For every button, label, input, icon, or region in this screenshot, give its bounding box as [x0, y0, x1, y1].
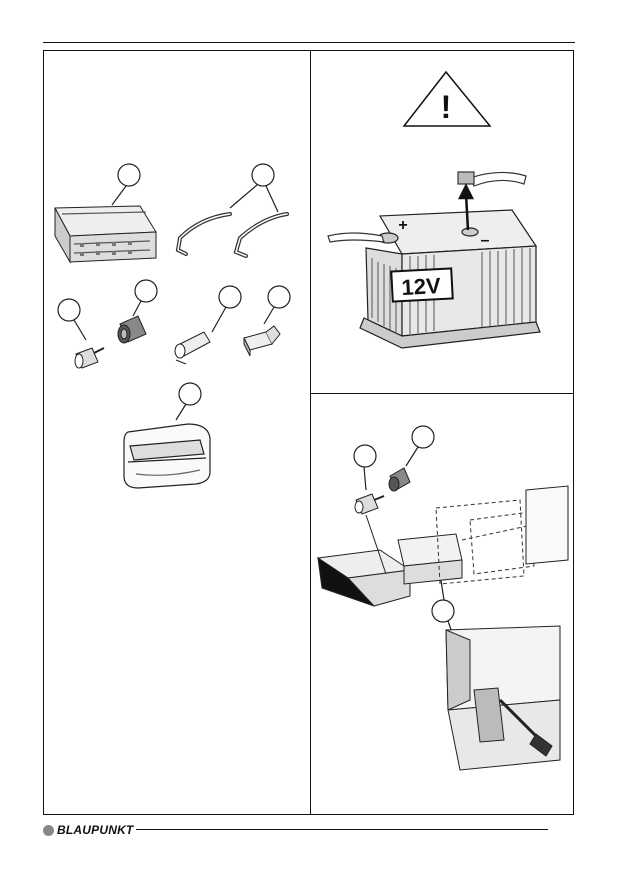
- brand-logo-text: BLAUPUNKT: [57, 823, 134, 837]
- footer-rule: [136, 829, 548, 830]
- row-divider: [310, 393, 574, 395]
- footer-logo: BLAUPUNKT: [43, 823, 133, 837]
- callout-circle: [178, 382, 202, 406]
- plus-terminal-label: +: [398, 217, 407, 234]
- header-rule: [43, 42, 575, 43]
- mounting-frame-drawing: [54, 205, 157, 264]
- callout-circle: [218, 285, 242, 309]
- disconnect-arrow: [457, 183, 475, 231]
- callout-circle: [57, 298, 81, 322]
- support-bolt-drawing: [74, 347, 105, 369]
- install-bolt-drawing: [354, 493, 385, 515]
- logo-dot-icon: [43, 824, 54, 836]
- callout-circle: [117, 163, 141, 187]
- callout-circle: [431, 599, 455, 623]
- voltage-label-box: [390, 267, 454, 303]
- voltage-label: 12V: [401, 273, 442, 300]
- rubber-cap-drawing: [117, 315, 147, 344]
- warning-triangle-icon: [402, 70, 492, 127]
- warning-exclamation: !: [441, 89, 452, 125]
- install-cap-drawing: [388, 467, 411, 492]
- storage-case-drawing: [123, 423, 211, 489]
- callout-circle: [251, 163, 275, 187]
- callout-circle: [134, 279, 158, 303]
- minus-terminal-label: –: [481, 232, 490, 249]
- radio-unit-drawing: [316, 514, 412, 607]
- battery-cables: [327, 171, 527, 243]
- install-frame-drawing: [397, 533, 463, 585]
- callout-circle: [353, 444, 377, 468]
- column-divider: [310, 50, 312, 815]
- retaining-clip-drawing: [243, 325, 281, 357]
- dashboard-clip-drawing: [445, 625, 561, 771]
- callout-circle: [411, 425, 435, 449]
- callout-circle: [267, 285, 291, 309]
- hook-bolt-drawing: [174, 331, 211, 365]
- page-frame: [43, 50, 574, 815]
